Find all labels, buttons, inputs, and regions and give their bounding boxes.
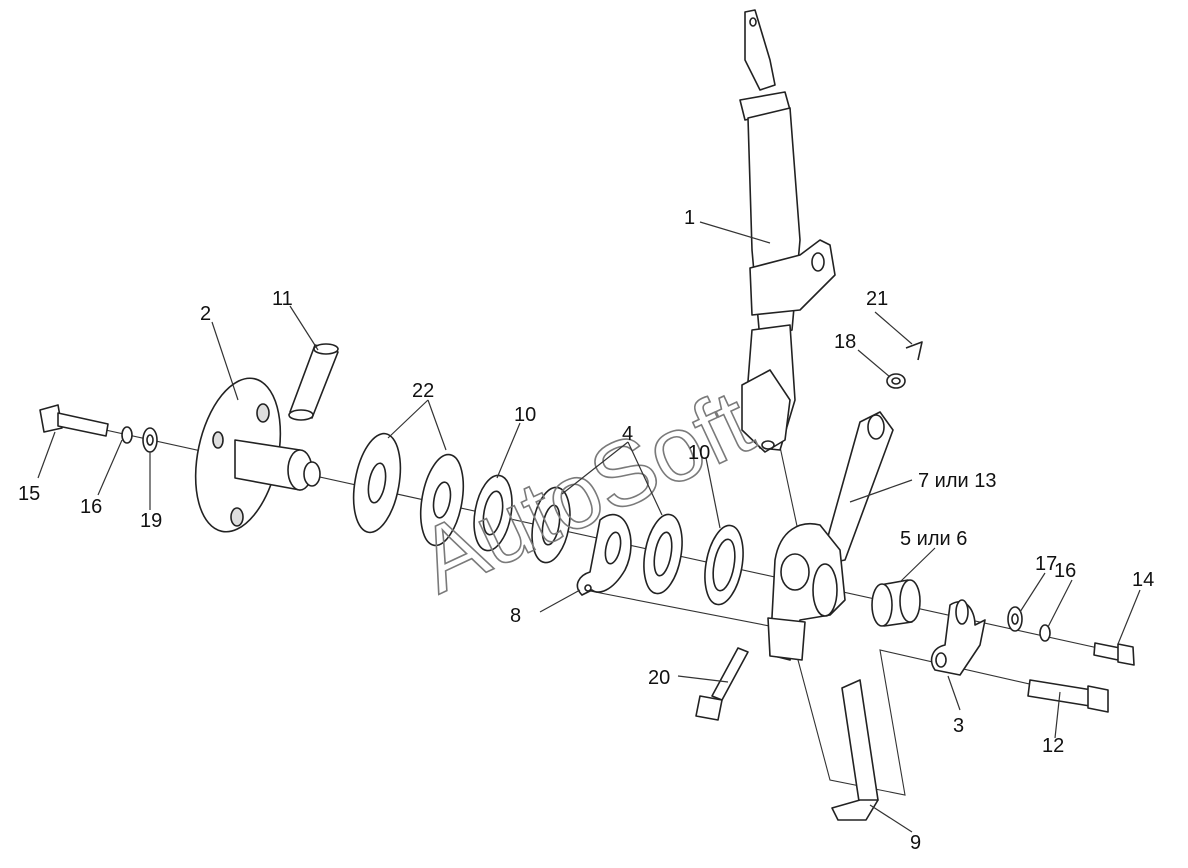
callout-1: 1 xyxy=(684,207,695,229)
part-5-bushing xyxy=(871,579,921,627)
callout-17: 17 xyxy=(1035,553,1057,575)
part-4-washer-left xyxy=(531,486,571,564)
callout-18: 18 xyxy=(834,331,856,353)
part-15-bolt xyxy=(39,404,109,437)
callout-7: 7 или 13 xyxy=(918,470,997,492)
part-21-cotter-pin xyxy=(905,341,923,361)
callout-22: 22 xyxy=(412,380,434,402)
part-22-plate-right xyxy=(419,453,465,547)
callout-11: 11 xyxy=(272,288,293,310)
part-14-bolt xyxy=(1093,642,1135,666)
callout-4: 4 xyxy=(622,423,633,445)
leader-lines xyxy=(37,221,1141,833)
part-8-tab-washer xyxy=(576,513,632,596)
callout-19: 19 xyxy=(140,510,162,532)
part-4-washer-right xyxy=(643,513,683,595)
callout-15: 15 xyxy=(18,483,40,505)
part-11-pin xyxy=(288,343,339,421)
part-12-bolt xyxy=(1027,679,1109,713)
callout-10-right: 10 xyxy=(688,442,710,464)
part-3-tab-plate xyxy=(930,599,986,676)
callout-5: 5 или 6 xyxy=(900,528,967,550)
callout-8: 8 xyxy=(510,605,521,627)
callout-16-right: 16 xyxy=(1054,560,1076,582)
callout-3: 3 xyxy=(953,715,964,737)
part-20-bolt xyxy=(695,647,749,721)
part-16-lock-washer-right xyxy=(1039,624,1051,642)
part-9-strip xyxy=(831,679,879,821)
callout-9: 9 xyxy=(910,832,921,854)
callout-12: 12 xyxy=(1042,735,1064,757)
callout-14: 14 xyxy=(1132,569,1154,591)
part-10-spacer-left xyxy=(473,474,513,552)
part-17-washer xyxy=(1007,606,1023,632)
part-22-plate-left xyxy=(352,432,402,534)
callout-16-left: 16 xyxy=(80,496,102,518)
part-10-spacer-right xyxy=(704,524,744,606)
callout-labels: 1 2 3 4 5 или 6 7 или 13 8 9 10 10 11 12… xyxy=(18,207,1154,854)
callout-10-left: 10 xyxy=(514,404,536,426)
part-7-lever-arm xyxy=(767,411,894,661)
part-1-bracket-tube xyxy=(739,9,836,453)
callout-20: 20 xyxy=(648,667,670,689)
part-16-lock-washer-left xyxy=(121,426,133,444)
callout-21: 21 xyxy=(866,288,888,310)
callout-2: 2 xyxy=(200,303,211,325)
part-18-nut xyxy=(886,373,906,389)
part-2-flange xyxy=(194,377,321,533)
part-19-washer xyxy=(142,427,158,453)
